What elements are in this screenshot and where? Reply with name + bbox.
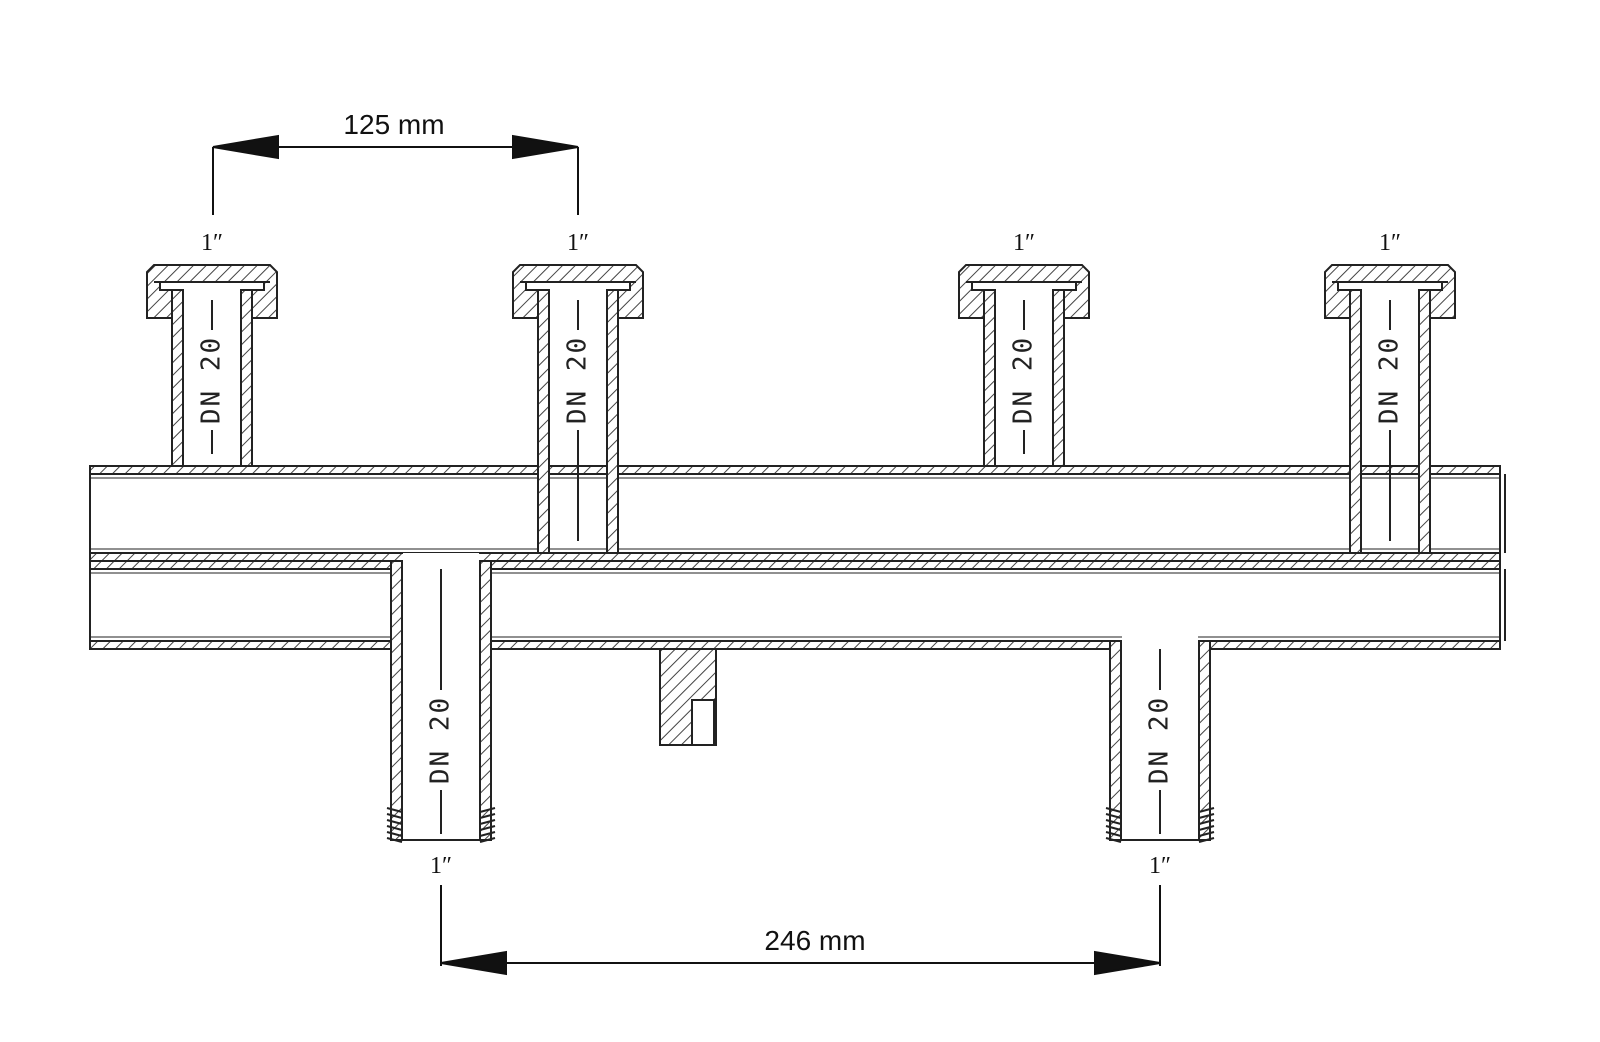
dn-label: DN 20 xyxy=(563,336,593,424)
dimension-label-bottom: 246 mm xyxy=(764,925,865,956)
thread-size-label: 1″ xyxy=(1379,230,1401,256)
union-nut xyxy=(146,264,278,319)
bottom-outlet: DN 20 1″ xyxy=(386,553,496,879)
pipe-wall-left xyxy=(1349,289,1362,554)
dn-label: DN 20 xyxy=(1145,696,1175,784)
pipe-wall-right xyxy=(606,289,619,554)
top-outlet: DN 20 1″ xyxy=(958,230,1090,467)
dimension-label-top: 125 mm xyxy=(343,109,444,140)
pipe-wall-right xyxy=(479,560,492,841)
dn-label: DN 20 xyxy=(1375,336,1405,424)
pipe-wall-right xyxy=(1052,289,1065,467)
pipe-wall-left xyxy=(171,289,184,467)
dn-label: DN 20 xyxy=(1009,336,1039,424)
union-nut xyxy=(958,264,1090,319)
thread-size-label: 1″ xyxy=(430,853,452,879)
union-nut xyxy=(512,264,644,319)
pipe-wall-left xyxy=(983,289,996,467)
thread-size-label: 1″ xyxy=(201,230,223,256)
thread-size-label: 1″ xyxy=(1013,230,1035,256)
dn-label: DN 20 xyxy=(426,696,456,784)
male-thread xyxy=(1105,807,1215,843)
label-gap xyxy=(1010,330,1038,430)
top-outlet: DN 20 1″ xyxy=(146,230,278,467)
label-gap xyxy=(1376,330,1404,430)
upper-header-pipe xyxy=(89,465,1506,562)
dimension-bottom xyxy=(440,885,1161,976)
thread-size-label: 1″ xyxy=(1149,853,1171,879)
dimension-arrow-right xyxy=(512,134,579,160)
pipe-wall-right xyxy=(1418,289,1431,554)
pipe-wall-right xyxy=(240,289,253,467)
dimension-arrow-left xyxy=(440,950,507,976)
pipe-wall-left xyxy=(537,289,550,554)
top-outlet: DN 20 1″ xyxy=(512,230,644,554)
lower-header-pipe xyxy=(89,560,1506,650)
dimension-arrow-left xyxy=(212,134,279,160)
dn-label: DN 20 xyxy=(197,336,227,424)
thread-size-label: 1″ xyxy=(567,230,589,256)
label-gap xyxy=(564,330,592,430)
dimension-top xyxy=(212,134,579,215)
dimension-arrow-right xyxy=(1094,950,1161,976)
bottom-outlet: DN 20 1″ xyxy=(1105,633,1215,879)
label-gap xyxy=(198,330,226,430)
pipe-wall-left xyxy=(390,560,403,841)
sensor-boss xyxy=(659,648,717,746)
union-nut xyxy=(1324,264,1456,319)
top-outlet: DN 20 1″ xyxy=(1324,230,1456,554)
